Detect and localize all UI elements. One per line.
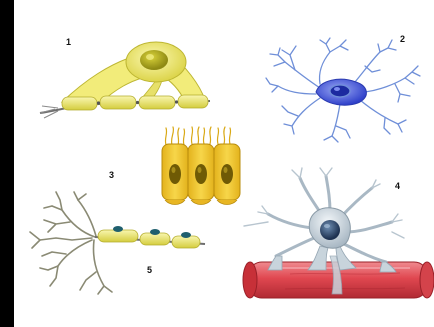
branched-cell-icon (266, 38, 420, 142)
label-4: 4 (395, 181, 400, 191)
left-frame-bar (0, 0, 14, 327)
astrocyte-icon (243, 168, 434, 298)
label-1: 1 (66, 37, 71, 47)
myelinated-neuron-icon (30, 192, 205, 294)
label-3: 3 (109, 170, 114, 180)
ependymal-cells-icon (162, 127, 240, 205)
oligodendrocyte-icon (40, 42, 210, 118)
label-5: 5 (147, 265, 152, 275)
label-2: 2 (400, 34, 405, 44)
